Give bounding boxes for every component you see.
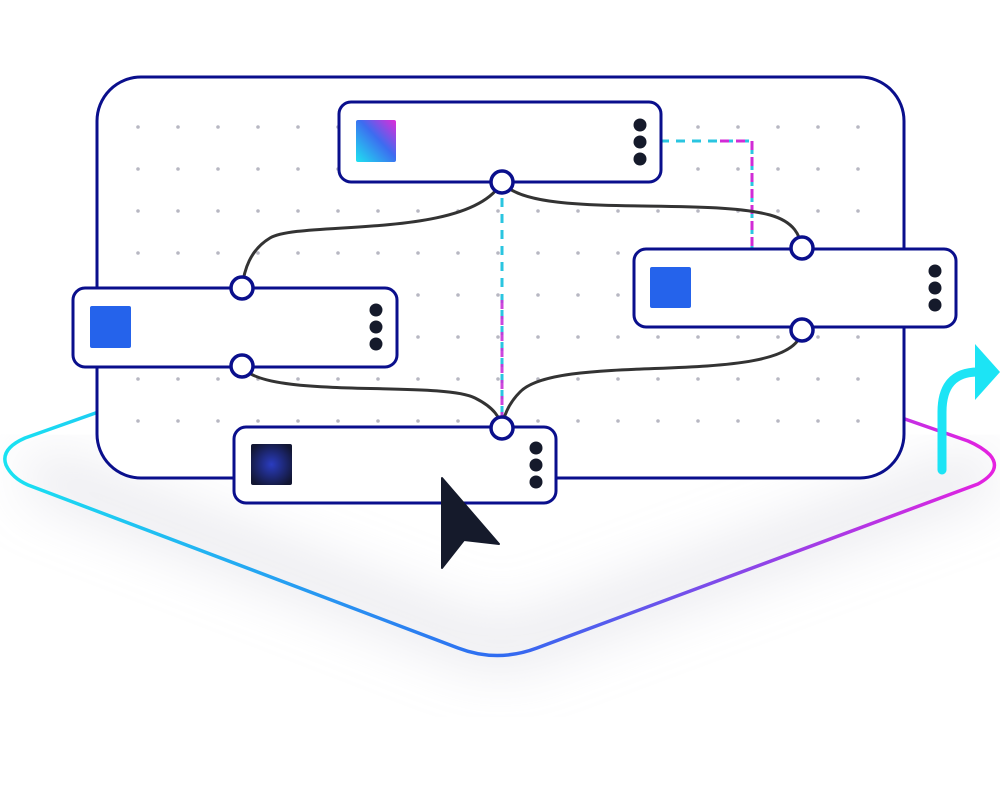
platform-shadow bbox=[22, 451, 997, 666]
solid-connectors bbox=[240, 181, 804, 429]
gradient-square-icon bbox=[356, 120, 396, 162]
vertical-ellipsis-icon[interactable] bbox=[928, 264, 942, 312]
dark-square-icon bbox=[251, 444, 292, 485]
glow-platform-outline bbox=[3, 408, 997, 658]
vertical-ellipsis-icon[interactable] bbox=[369, 303, 383, 351]
connector-left-to-bottom bbox=[240, 365, 504, 429]
port-left-out bbox=[229, 353, 255, 379]
turn-right-arrow-icon bbox=[937, 344, 1000, 475]
blue-square-icon bbox=[650, 267, 691, 308]
mouse-pointer-icon bbox=[441, 477, 500, 569]
workflow-node-right[interactable] bbox=[632, 247, 958, 329]
port-right-out bbox=[789, 317, 815, 343]
vertical-ellipsis-icon[interactable] bbox=[633, 118, 647, 166]
port-right-in bbox=[789, 235, 815, 261]
connector-right-to-bottom bbox=[500, 329, 804, 429]
dashed-connectors bbox=[500, 139, 754, 420]
port-top-out bbox=[489, 169, 515, 195]
port-bottom-in bbox=[489, 415, 515, 441]
workflow-node-left[interactable] bbox=[71, 286, 399, 369]
vertical-ellipsis-icon[interactable] bbox=[529, 441, 543, 489]
connector-top-to-right bbox=[500, 181, 804, 249]
connector-top-to-left bbox=[240, 181, 504, 289]
blue-square-icon bbox=[90, 306, 131, 348]
workflow-node-bottom[interactable] bbox=[232, 425, 558, 505]
connection-ports[interactable] bbox=[229, 169, 815, 441]
port-left-in bbox=[229, 275, 255, 301]
